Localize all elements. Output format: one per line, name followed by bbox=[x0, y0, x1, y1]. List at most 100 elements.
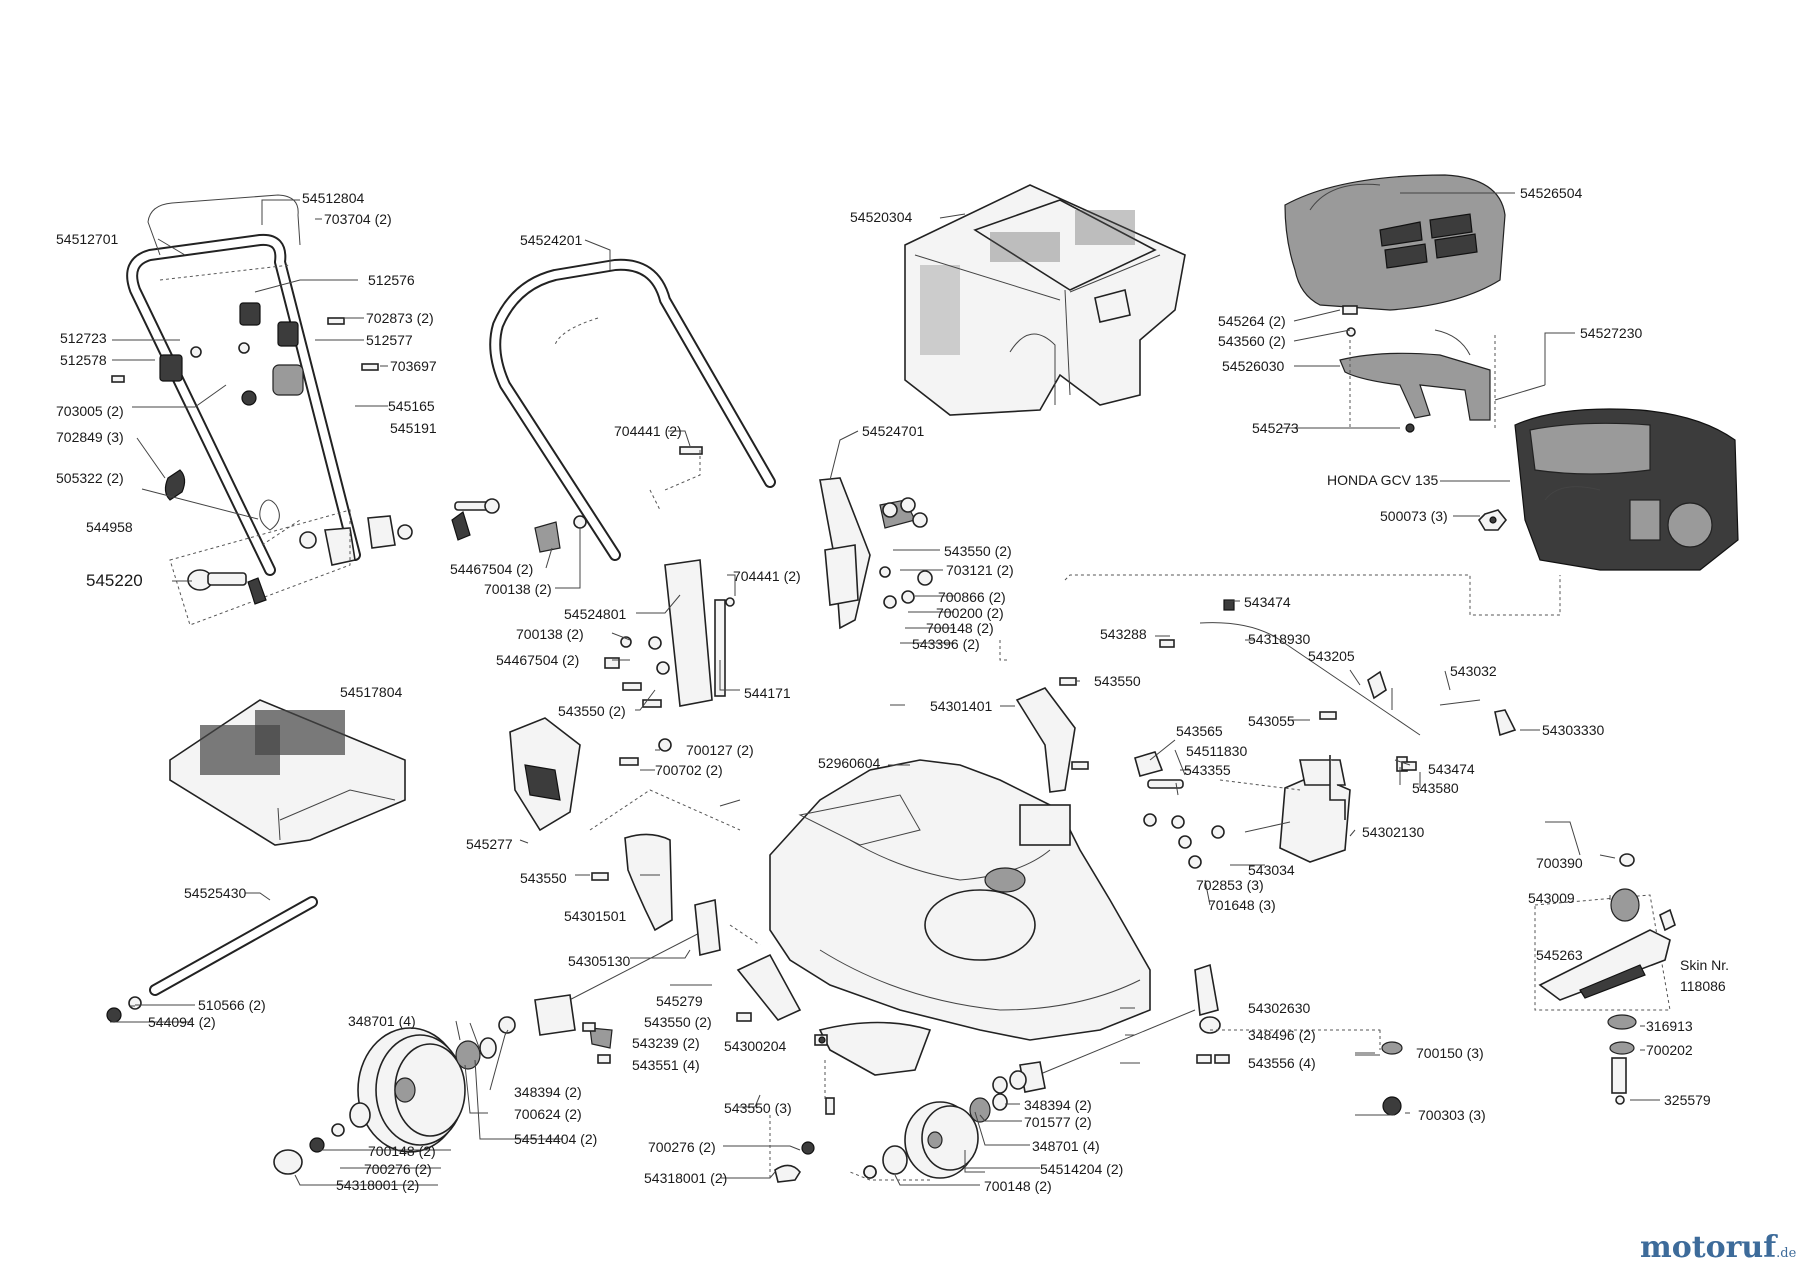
callout-label: 54517804 bbox=[340, 684, 403, 700]
callout-label: 545165 bbox=[388, 398, 435, 414]
bolt-543550-3 bbox=[825, 1097, 835, 1115]
front-axle-clips bbox=[582, 1012, 752, 1064]
callout-label: 545220 bbox=[86, 571, 143, 590]
rear-flap bbox=[169, 699, 406, 846]
callout-label: 543556 (4) bbox=[1248, 1055, 1316, 1071]
callout-label: 505322 (2) bbox=[56, 470, 124, 486]
callout-label: 700148 (2) bbox=[368, 1143, 436, 1159]
callout-label: 512576 bbox=[368, 272, 415, 288]
callout-label: 348496 (2) bbox=[1248, 1027, 1316, 1043]
front-axle-54305130 bbox=[498, 898, 721, 1036]
callout-label: 543550 (2) bbox=[644, 1014, 712, 1030]
callout-label: 700127 (2) bbox=[686, 742, 754, 758]
callout-label: 512578 bbox=[60, 352, 107, 368]
rear-axle-54302630 bbox=[992, 963, 1230, 1094]
engine-bracket bbox=[1339, 305, 1546, 433]
callout-label: 543474 bbox=[1428, 761, 1475, 777]
wheel-left-front bbox=[273, 1027, 497, 1175]
deflector-54301401 bbox=[1015, 677, 1089, 793]
callout-label: 512723 bbox=[60, 330, 107, 346]
side-flap-54301501 bbox=[591, 833, 673, 932]
callout-label: 704441 (2) bbox=[733, 568, 801, 584]
brand-watermark: motoruf.de bbox=[1640, 1230, 1796, 1265]
handle-knob-and-bolts bbox=[111, 317, 500, 541]
callout-label: 54512804 bbox=[302, 190, 365, 206]
handle-clamps bbox=[159, 302, 304, 406]
callout-label: 54526030 bbox=[1222, 358, 1285, 374]
blade-assembly bbox=[1534, 853, 1676, 1105]
callout-label: 544958 bbox=[86, 519, 133, 535]
callout-label: 703121 (2) bbox=[946, 562, 1014, 578]
mower-deck bbox=[589, 759, 1151, 1041]
callout-label: 703704 (2) bbox=[324, 211, 392, 227]
rear-axle bbox=[106, 896, 318, 1023]
callout-label: 545279 bbox=[656, 993, 703, 1009]
callout-label: 700200 (2) bbox=[936, 605, 1004, 621]
callout-label: 701577 (2) bbox=[1024, 1114, 1092, 1130]
callout-label: 703697 bbox=[390, 358, 437, 374]
callout-label: 700150 (3) bbox=[1416, 1045, 1484, 1061]
callout-label: 700702 (2) bbox=[655, 762, 723, 778]
callout-label: 543550 bbox=[520, 870, 567, 886]
callout-label: 54526504 bbox=[1520, 185, 1583, 201]
callout-label: 702873 (2) bbox=[366, 310, 434, 326]
cover-54300204 bbox=[814, 1021, 932, 1076]
callout-label: 543580 bbox=[1412, 780, 1459, 796]
callout-label: 118086 bbox=[1680, 978, 1726, 994]
callout-label: 543550 (3) bbox=[724, 1100, 792, 1116]
callout-label: 700390 bbox=[1536, 855, 1583, 871]
wheel-right-rear bbox=[774, 1093, 1008, 1183]
callout-label: 700138 (2) bbox=[484, 581, 552, 597]
callout-label: 700624 (2) bbox=[514, 1106, 582, 1122]
callout-label: 54318001 (2) bbox=[644, 1170, 728, 1186]
callout-label: 348394 (2) bbox=[514, 1084, 582, 1100]
callout-label: 700138 (2) bbox=[516, 626, 584, 642]
callout-label: 543565 bbox=[1176, 723, 1223, 739]
callout-label: 543205 bbox=[1308, 648, 1355, 664]
callout-label: 54524801 bbox=[564, 606, 627, 622]
callout-label: 700148 (2) bbox=[984, 1178, 1052, 1194]
callout-label: 543009 bbox=[1528, 890, 1575, 906]
callout-label: 543032 bbox=[1450, 663, 1497, 679]
callout-label: 543239 (2) bbox=[632, 1035, 700, 1051]
callout-label: 348701 (4) bbox=[1032, 1138, 1100, 1154]
callout-label: 700202 bbox=[1646, 1042, 1693, 1058]
leader-lines bbox=[110, 192, 1660, 1186]
honda-engine bbox=[1514, 408, 1739, 571]
callout-label: 700276 (2) bbox=[648, 1139, 716, 1155]
callout-label: 543355 bbox=[1184, 762, 1231, 778]
callout-label: 54302630 bbox=[1248, 1000, 1311, 1016]
callout-label: 545277 bbox=[466, 836, 513, 852]
callout-label: 544094 (2) bbox=[148, 1014, 216, 1030]
callout-label: 545273 bbox=[1252, 420, 1299, 436]
callout-label: 543550 (2) bbox=[558, 703, 626, 719]
brand-tld: .de bbox=[1776, 1246, 1797, 1261]
callout-label: HONDA GCV 135 bbox=[1327, 472, 1439, 488]
callout-label: 316913 bbox=[1646, 1018, 1693, 1034]
throttle-cable bbox=[1159, 599, 1517, 772]
callout-label: 54511830 bbox=[1186, 743, 1248, 759]
callout-label: 54300204 bbox=[724, 1038, 787, 1054]
callout-label: 700148 (2) bbox=[926, 620, 994, 636]
callout-label: 543551 (4) bbox=[632, 1057, 700, 1073]
callout-label: 348394 (2) bbox=[1024, 1097, 1092, 1113]
callout-label: 54467504 (2) bbox=[450, 561, 534, 577]
callout-label: 704441 (2) bbox=[614, 423, 682, 439]
callout-label: 54318001 (2) bbox=[336, 1177, 420, 1193]
callout-label: 54514404 (2) bbox=[514, 1131, 598, 1147]
brand-name: motoruf bbox=[1640, 1230, 1777, 1265]
callout-label: 545191 bbox=[390, 420, 437, 436]
callout-label: 54512701 bbox=[56, 231, 119, 247]
callout-label: 543550 bbox=[1094, 673, 1141, 689]
callout-label: 325579 bbox=[1664, 1092, 1711, 1108]
dashed-frames bbox=[729, 574, 1561, 1180]
callout-label: 54301401 bbox=[930, 698, 993, 714]
engine-nut bbox=[1477, 509, 1508, 531]
callout-label: 702853 (3) bbox=[1196, 877, 1264, 893]
engine-control-plate bbox=[1134, 751, 1351, 869]
callout-label: 545263 bbox=[1536, 947, 1583, 963]
callout-label: 545264 (2) bbox=[1218, 313, 1286, 329]
callout-label: 702849 (3) bbox=[56, 429, 124, 445]
